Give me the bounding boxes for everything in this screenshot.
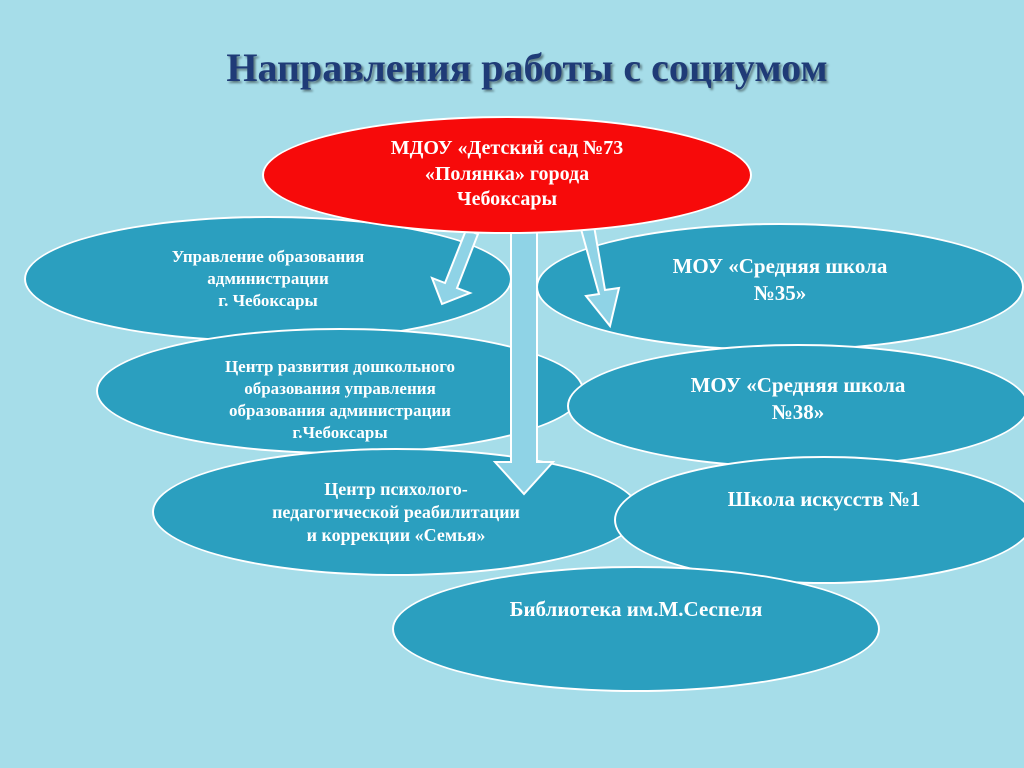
node-psych-rehab-center: Центр психолого- педагогической реабилит…: [152, 448, 640, 576]
node-school-35: МОУ «Средняя школа №35»: [536, 223, 1024, 351]
node-art-school-label: Школа искусств №1: [727, 487, 921, 511]
center-kindergarten-label: МДОУ «Детский сад №73 «Полянка» города Ч…: [390, 137, 624, 211]
node-art-school: Школа искусств №1: [614, 456, 1024, 584]
arrow-to-education-department: [430, 228, 480, 306]
node-library-label: Библиотека им.М.Сеспеля: [509, 597, 763, 621]
page-title: Направления работы с социумом: [226, 45, 828, 90]
node-preschool-development-center-label: Центр развития дошкольного образования у…: [224, 357, 456, 443]
node-school-38: МОУ «Средняя школа №38»: [567, 344, 1024, 468]
node-education-department: Управление образования администрации г. …: [24, 216, 512, 342]
node-education-department-label: Управление образования администрации г. …: [171, 247, 365, 310]
center-kindergarten: МДОУ «Детский сад №73 «Полянка» города Ч…: [262, 116, 752, 234]
node-psych-rehab-center-label: Центр психолого- педагогической реабилит…: [272, 479, 520, 546]
node-preschool-development-center: Центр развития дошкольного образования у…: [96, 328, 584, 454]
node-school-38-label: МОУ «Средняя школа №38»: [690, 373, 906, 424]
node-library: Библиотека им.М.Сеспеля: [392, 566, 880, 692]
arrow-to-school-35: [579, 224, 621, 329]
node-school-35-label: МОУ «Средняя школа №35»: [672, 254, 888, 305]
